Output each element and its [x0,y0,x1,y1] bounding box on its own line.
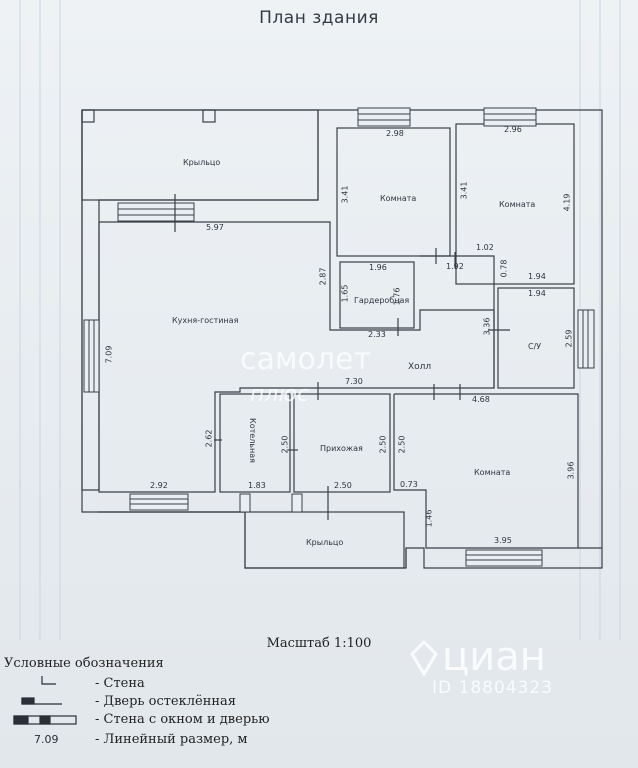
dimension-label: 2.87 [318,267,328,286]
dimension-label: 4.68 [472,395,490,404]
dimension-label: 2.98 [386,129,404,138]
room-label-room2: Комната [499,200,536,209]
cian-pin-icon [410,640,438,676]
dimension-label: 1.96 [369,263,387,272]
dimension-label: 2.50 [280,435,290,454]
legend-item-glazed-door: - Дверь остеклённая [95,694,236,709]
dimension-label: 3.36 [482,317,492,336]
room-label-kitchen: Кухня-гостиная [172,316,239,325]
dimension-label: 2.92 [150,481,168,490]
room-label-bathroom: С/У [528,342,542,351]
dimension-label: 2.62 [204,429,214,448]
room-label-entrance: Прихожая [320,444,363,453]
dimension-label: 2.50 [334,481,352,490]
legend-title: Условные обозначения [4,656,164,671]
background-grid-lines [19,0,621,640]
dimension-label: 1.65 [340,284,350,303]
dimension-label: 3.41 [459,181,469,200]
legend-item-wall-window-door: - Стена с окном и дверью [95,712,270,727]
room-label-wardrobe: Гардеробная [354,296,410,305]
room-label-hall: Холл [408,362,432,372]
legend-item-wall: - Стена [95,676,145,691]
dimension-label: 0.78 [499,259,509,278]
dimension-label: 2.59 [564,329,574,348]
dimension-label: 3.96 [566,461,576,480]
legend-sample-dimension: 7.09 [34,733,59,746]
dimension-label: 1.92 [446,262,464,271]
dimension-label: 1.76 [392,287,402,306]
dimension-label: 3.41 [340,185,350,204]
dimension-label: 2.33 [368,330,386,339]
dimension-label: 1.02 [476,243,494,252]
room-label-room1: Комната [380,194,417,203]
room-label-porch-top: Крыльцо [183,158,221,167]
dimension-label: 1.94 [528,289,546,298]
scale-label: Масштаб 1:100 [266,636,372,651]
legend-symbols [13,676,77,725]
dimension-label: 0.73 [400,480,418,489]
dimension-label: 1.83 [248,481,266,490]
dimension-label: 4.19 [562,193,572,212]
dimension-label: 1.46 [424,509,434,528]
room-label-boiler: Котельная [247,418,257,463]
dimension-label: 7.09 [104,345,114,364]
dimension-label: 7.30 [345,377,363,386]
cian-listing-id: ID 18804323 [432,678,554,698]
dimension-label: 2.50 [397,435,407,454]
cian-watermark: циан [442,634,546,680]
dimension-label: 3.95 [494,536,512,545]
page-title: План здания [259,8,379,28]
room-label-room3: Комната [474,468,511,477]
room-label-porch-bottom: Крыльцо [306,538,344,547]
dimension-label: 2.96 [504,125,522,134]
legend-item-linear-dimension: - Линейный размер, м [95,732,248,747]
samolet-watermark: самолет [240,342,371,377]
dimension-label: 5.97 [206,223,224,232]
dimension-label: 1.94 [528,272,546,281]
samolet-watermark-sub: плюс [250,382,310,407]
dimension-label: 2.50 [378,435,388,454]
floor-plan [81,107,603,569]
